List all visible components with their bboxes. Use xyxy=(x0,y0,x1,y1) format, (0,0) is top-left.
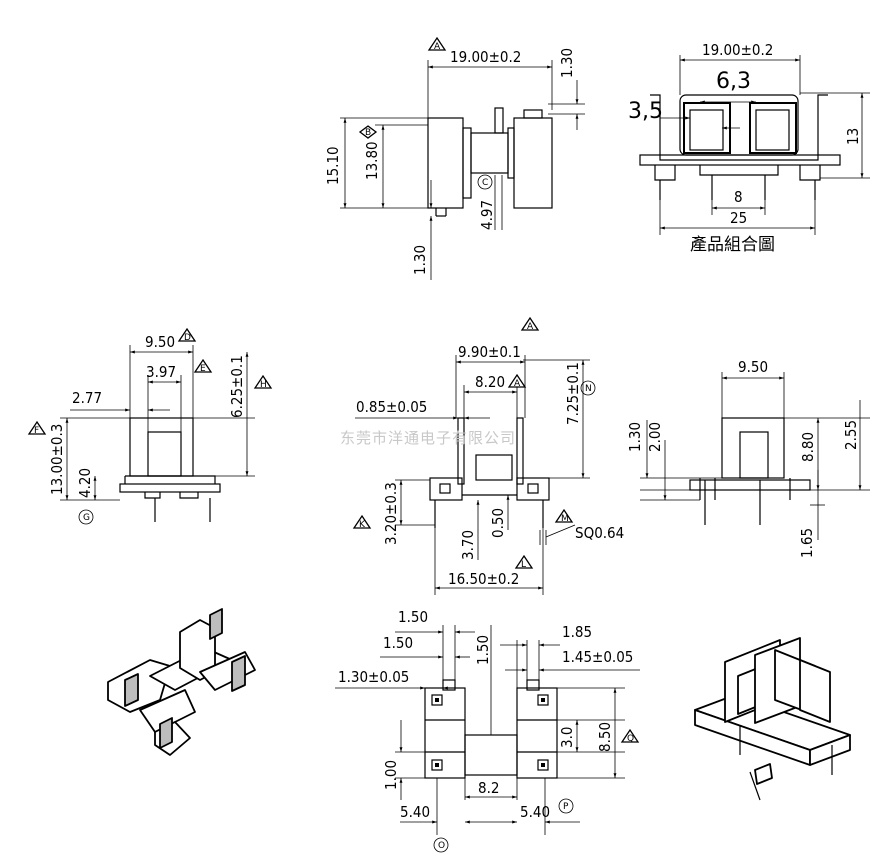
dim-end-total-h: 13.00±0.3 xyxy=(48,424,66,495)
dim-bot-l: 5.40 xyxy=(520,803,550,821)
dim-front-gap: 0.50 xyxy=(489,508,507,538)
dim-bot-g: 3.0 xyxy=(558,727,576,748)
marker-q: Q xyxy=(627,734,634,744)
dim-side-h-inner: 13.80 xyxy=(363,141,381,180)
side-view: A 19.00±0.2 1.30 15.10 13.80 B 1.30 4.97… xyxy=(324,36,585,280)
dim-se-h2: 2.00 xyxy=(646,422,664,452)
dim-bot-h: 8.50 xyxy=(596,722,614,752)
marker-m: M xyxy=(561,514,569,524)
marker-p: P xyxy=(563,802,569,812)
dim-bot-d: 1.85 xyxy=(562,623,592,641)
dim-end-offset: 2.77 xyxy=(72,389,102,407)
dim-bot-b: 1.50 xyxy=(383,634,413,652)
dim-se-h3: 8.80 xyxy=(799,432,817,462)
dim-bot-a: 1.50 xyxy=(398,608,428,626)
dim-asm-span: 25 xyxy=(730,209,747,227)
marker-h: H xyxy=(260,380,267,390)
dim-se-h1: 1.30 xyxy=(626,422,644,452)
dim-bot-c: 1.50 xyxy=(474,635,492,665)
dim-front-wall: 0.85±0.05 xyxy=(356,398,427,416)
marker-a3: A xyxy=(514,379,521,389)
end-view: 9.50 D 3.97 E 2.77 6.25±0.1 H 13.00±0.3 … xyxy=(27,327,273,525)
dim-bot-e: 1.45±0.05 xyxy=(562,648,633,666)
assembly-label: 產品組合圖 xyxy=(690,235,775,255)
marker-a2: A xyxy=(527,322,534,332)
dim-end-window: 3.97 xyxy=(146,363,176,381)
dim-side-top: 1.30 xyxy=(558,48,576,78)
dim-bot-i: 1.00 xyxy=(382,760,400,790)
assembly-view: 19.00±0.2 6,3 3,5 13 8 25 產品組合圖 xyxy=(628,41,870,255)
dim-front-pin-total: 3.70 xyxy=(459,530,477,560)
side-end-view: 9.50 1.30 2.00 8.80 2.55 1.65 xyxy=(626,358,870,558)
dim-asm-wall: 3,5 xyxy=(628,99,663,124)
marker-g: G xyxy=(83,513,90,523)
dim-front-inner: 8.20 xyxy=(475,373,505,391)
dim-end-top-h: 6.25±0.1 xyxy=(228,355,246,418)
dim-asm-window: 6,3 xyxy=(716,69,751,94)
dim-asm-height: 13 xyxy=(844,128,862,145)
dim-bot-f: 1.30±0.05 xyxy=(338,668,409,686)
dim-side-h-outer: 15.10 xyxy=(324,146,342,185)
marker-k: K xyxy=(359,520,366,530)
dim-bot-j: 8.2 xyxy=(478,779,499,797)
dim-front-pin-size: SQ0.64 xyxy=(575,524,624,542)
marker-c: C xyxy=(482,178,488,188)
front-view: A 9.90±0.1 8.20 A 0.85±0.05 7.25±0.1 N 3… xyxy=(352,316,624,595)
dim-end-base: 4.20 xyxy=(76,468,94,498)
dim-se-width: 9.50 xyxy=(738,358,768,376)
dim-asm-width: 19.00±0.2 xyxy=(702,41,773,59)
marker-d: D xyxy=(184,333,191,343)
marker-l: L xyxy=(521,560,526,570)
dim-front-span: 16.50±0.2 xyxy=(448,570,519,588)
marker-e: E xyxy=(200,364,206,374)
watermark: 东莞市洋通电子有限公司 xyxy=(340,429,516,447)
dim-side-width: 19.00±0.2 xyxy=(450,48,521,66)
iso-bobbin-view xyxy=(107,608,256,756)
dim-side-bottom: 1.30 xyxy=(411,245,429,275)
bottom-view: 1.50 1.50 1.50 1.85 1.45±0.05 1.30±0.05 … xyxy=(335,608,640,853)
dim-front-outer: 9.90±0.1 xyxy=(458,343,521,361)
dim-end-width: 9.50 xyxy=(145,333,175,351)
dim-front-height: 7.25±0.1 xyxy=(564,362,582,425)
marker-f: F xyxy=(34,426,39,436)
iso-core-view xyxy=(694,637,851,801)
dim-se-h4: 2.55 xyxy=(842,420,860,450)
marker-b: B xyxy=(365,128,371,138)
dim-bot-k: 5.40 xyxy=(400,803,430,821)
dim-front-pin-len: 3.20±0.3 xyxy=(382,482,400,545)
marker-a: A xyxy=(434,42,441,52)
dim-asm-pitch: 8 xyxy=(734,188,743,206)
marker-o: O xyxy=(438,841,445,851)
dim-se-h5: 1.65 xyxy=(798,528,816,558)
marker-n: N xyxy=(585,384,592,394)
dim-side-pin: 4.97 xyxy=(478,200,496,230)
